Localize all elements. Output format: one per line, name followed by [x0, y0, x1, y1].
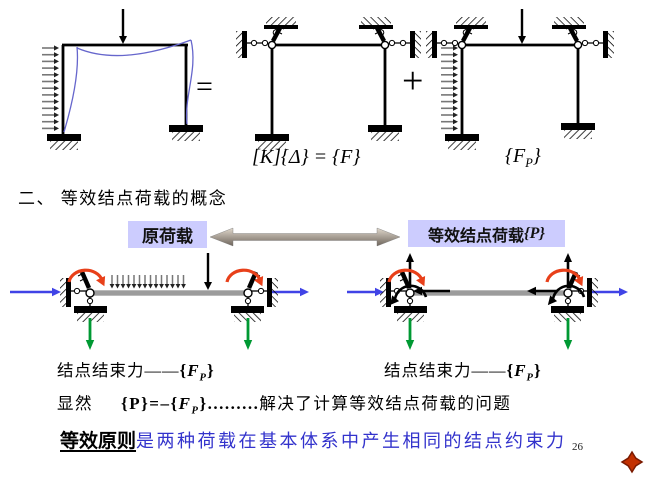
original-load-label: 原荷载: [128, 221, 207, 248]
equivalence-double-arrow-icon: [209, 227, 401, 247]
restrained-frame-loads-diagram: [426, 9, 614, 150]
point-load-arrow-icon: [518, 9, 526, 44]
distributed-load-arrows: [41, 44, 60, 132]
restraint-force-label-left: 结点结束力——{FP}: [57, 361, 215, 384]
original-load-beam-diagram: [8, 253, 311, 352]
green-reaction-arrow-icon: [84, 316, 96, 352]
restraint-force-label-right: 结点结束力——{FP}: [384, 361, 542, 384]
equivalent-load-beam-diagram: [345, 251, 630, 352]
point-load-arrow-icon: [119, 9, 127, 44]
beam-end-restraint-icon: [231, 272, 278, 322]
blue-force-arrow-icon: [345, 286, 386, 298]
corner-restraint-icon: [426, 17, 488, 58]
equivalent-load-label: 等效结点荷载{P}: [408, 220, 565, 247]
deflection-curve: [63, 39, 194, 133]
distributed-load-arrows: [440, 44, 459, 132]
green-reaction-arrow-icon: [242, 316, 254, 352]
beam-bar: [414, 290, 564, 296]
blue-force-arrow-icon: [8, 286, 63, 298]
moment-arrow-icon: [225, 268, 269, 290]
page-number: 26: [572, 441, 583, 453]
distributed-load-arrows: [108, 274, 187, 290]
green-reaction-arrow-icon: [562, 316, 574, 352]
beam-end-restraint-icon: [551, 272, 598, 322]
nodal-force-left-arrow-icon: [527, 286, 558, 296]
nav-diamond-icon[interactable]: [620, 450, 644, 474]
point-load-arrow-icon: [204, 253, 212, 290]
beam-bar: [94, 290, 244, 296]
green-reaction-arrow-icon: [404, 316, 416, 352]
original-frame-diagram: [41, 9, 203, 150]
corner-restraint-icon: [236, 17, 298, 58]
corner-restraint-icon: [359, 17, 421, 58]
restrained-frame-diagram: [236, 17, 421, 150]
plus-sign: +: [402, 60, 424, 102]
nodal-moment-arrow-icon: [543, 284, 586, 310]
nodal-moment-arrow-icon: [385, 284, 428, 310]
fp-vector-label: {FP}: [505, 145, 541, 170]
corner-restraint-icon: [552, 17, 614, 58]
page-heading: 二、 等效结点荷载的概念: [18, 189, 228, 208]
stiffness-equation: [K]{Δ} = {F}: [252, 146, 361, 168]
equals-sign: =: [196, 70, 213, 103]
conclusion-line: 显然{P}=–{FP}.........解决了计算等效结点荷载的问题: [57, 394, 512, 417]
principle-line: 等效原则是两种荷载在基本体系中产生相同的结点约束力: [60, 431, 567, 452]
